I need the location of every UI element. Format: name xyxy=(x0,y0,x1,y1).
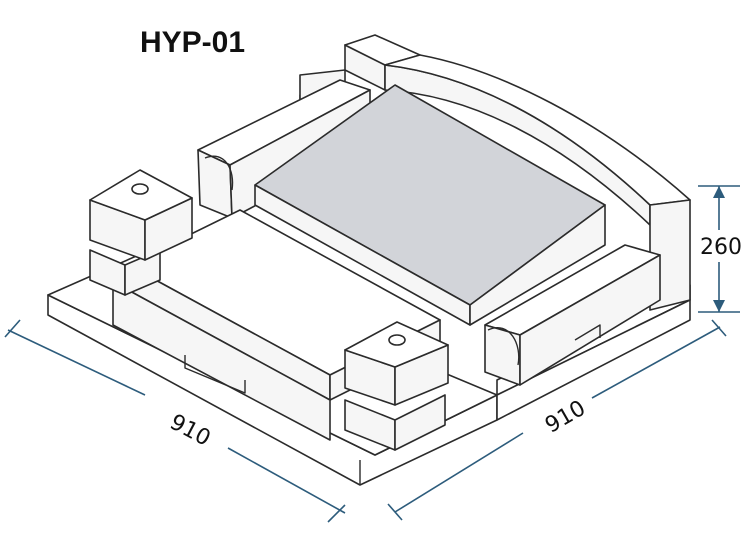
dimension-right-tick-a xyxy=(387,503,403,521)
dimension-height-arrow-down xyxy=(713,300,725,312)
left-post xyxy=(89,169,193,296)
dimension-right-label: 910 xyxy=(541,396,590,439)
dimension-right-tick-b xyxy=(711,319,727,337)
dimension-left-label: 910 xyxy=(166,410,215,452)
right-rail xyxy=(484,244,661,386)
left-post-hole xyxy=(131,183,149,195)
dimension-left-tick-b xyxy=(327,504,346,523)
dimension-left-line-a xyxy=(7,329,146,396)
dimension-height-arrow-up xyxy=(713,186,725,198)
dimension-left-tick-a xyxy=(4,319,21,338)
dimension-height-label: 260 xyxy=(700,235,742,260)
front-post-hole xyxy=(388,334,406,346)
dimension-left-line-b xyxy=(227,447,346,514)
front-post xyxy=(344,321,449,451)
dimension-height: 260 xyxy=(698,185,742,313)
model-title: HYP-01 xyxy=(140,26,245,59)
back-wall xyxy=(299,34,691,311)
dimension-right-line-b xyxy=(591,326,721,399)
upper-slab xyxy=(254,84,606,326)
dimension-right-line-a xyxy=(394,432,524,513)
